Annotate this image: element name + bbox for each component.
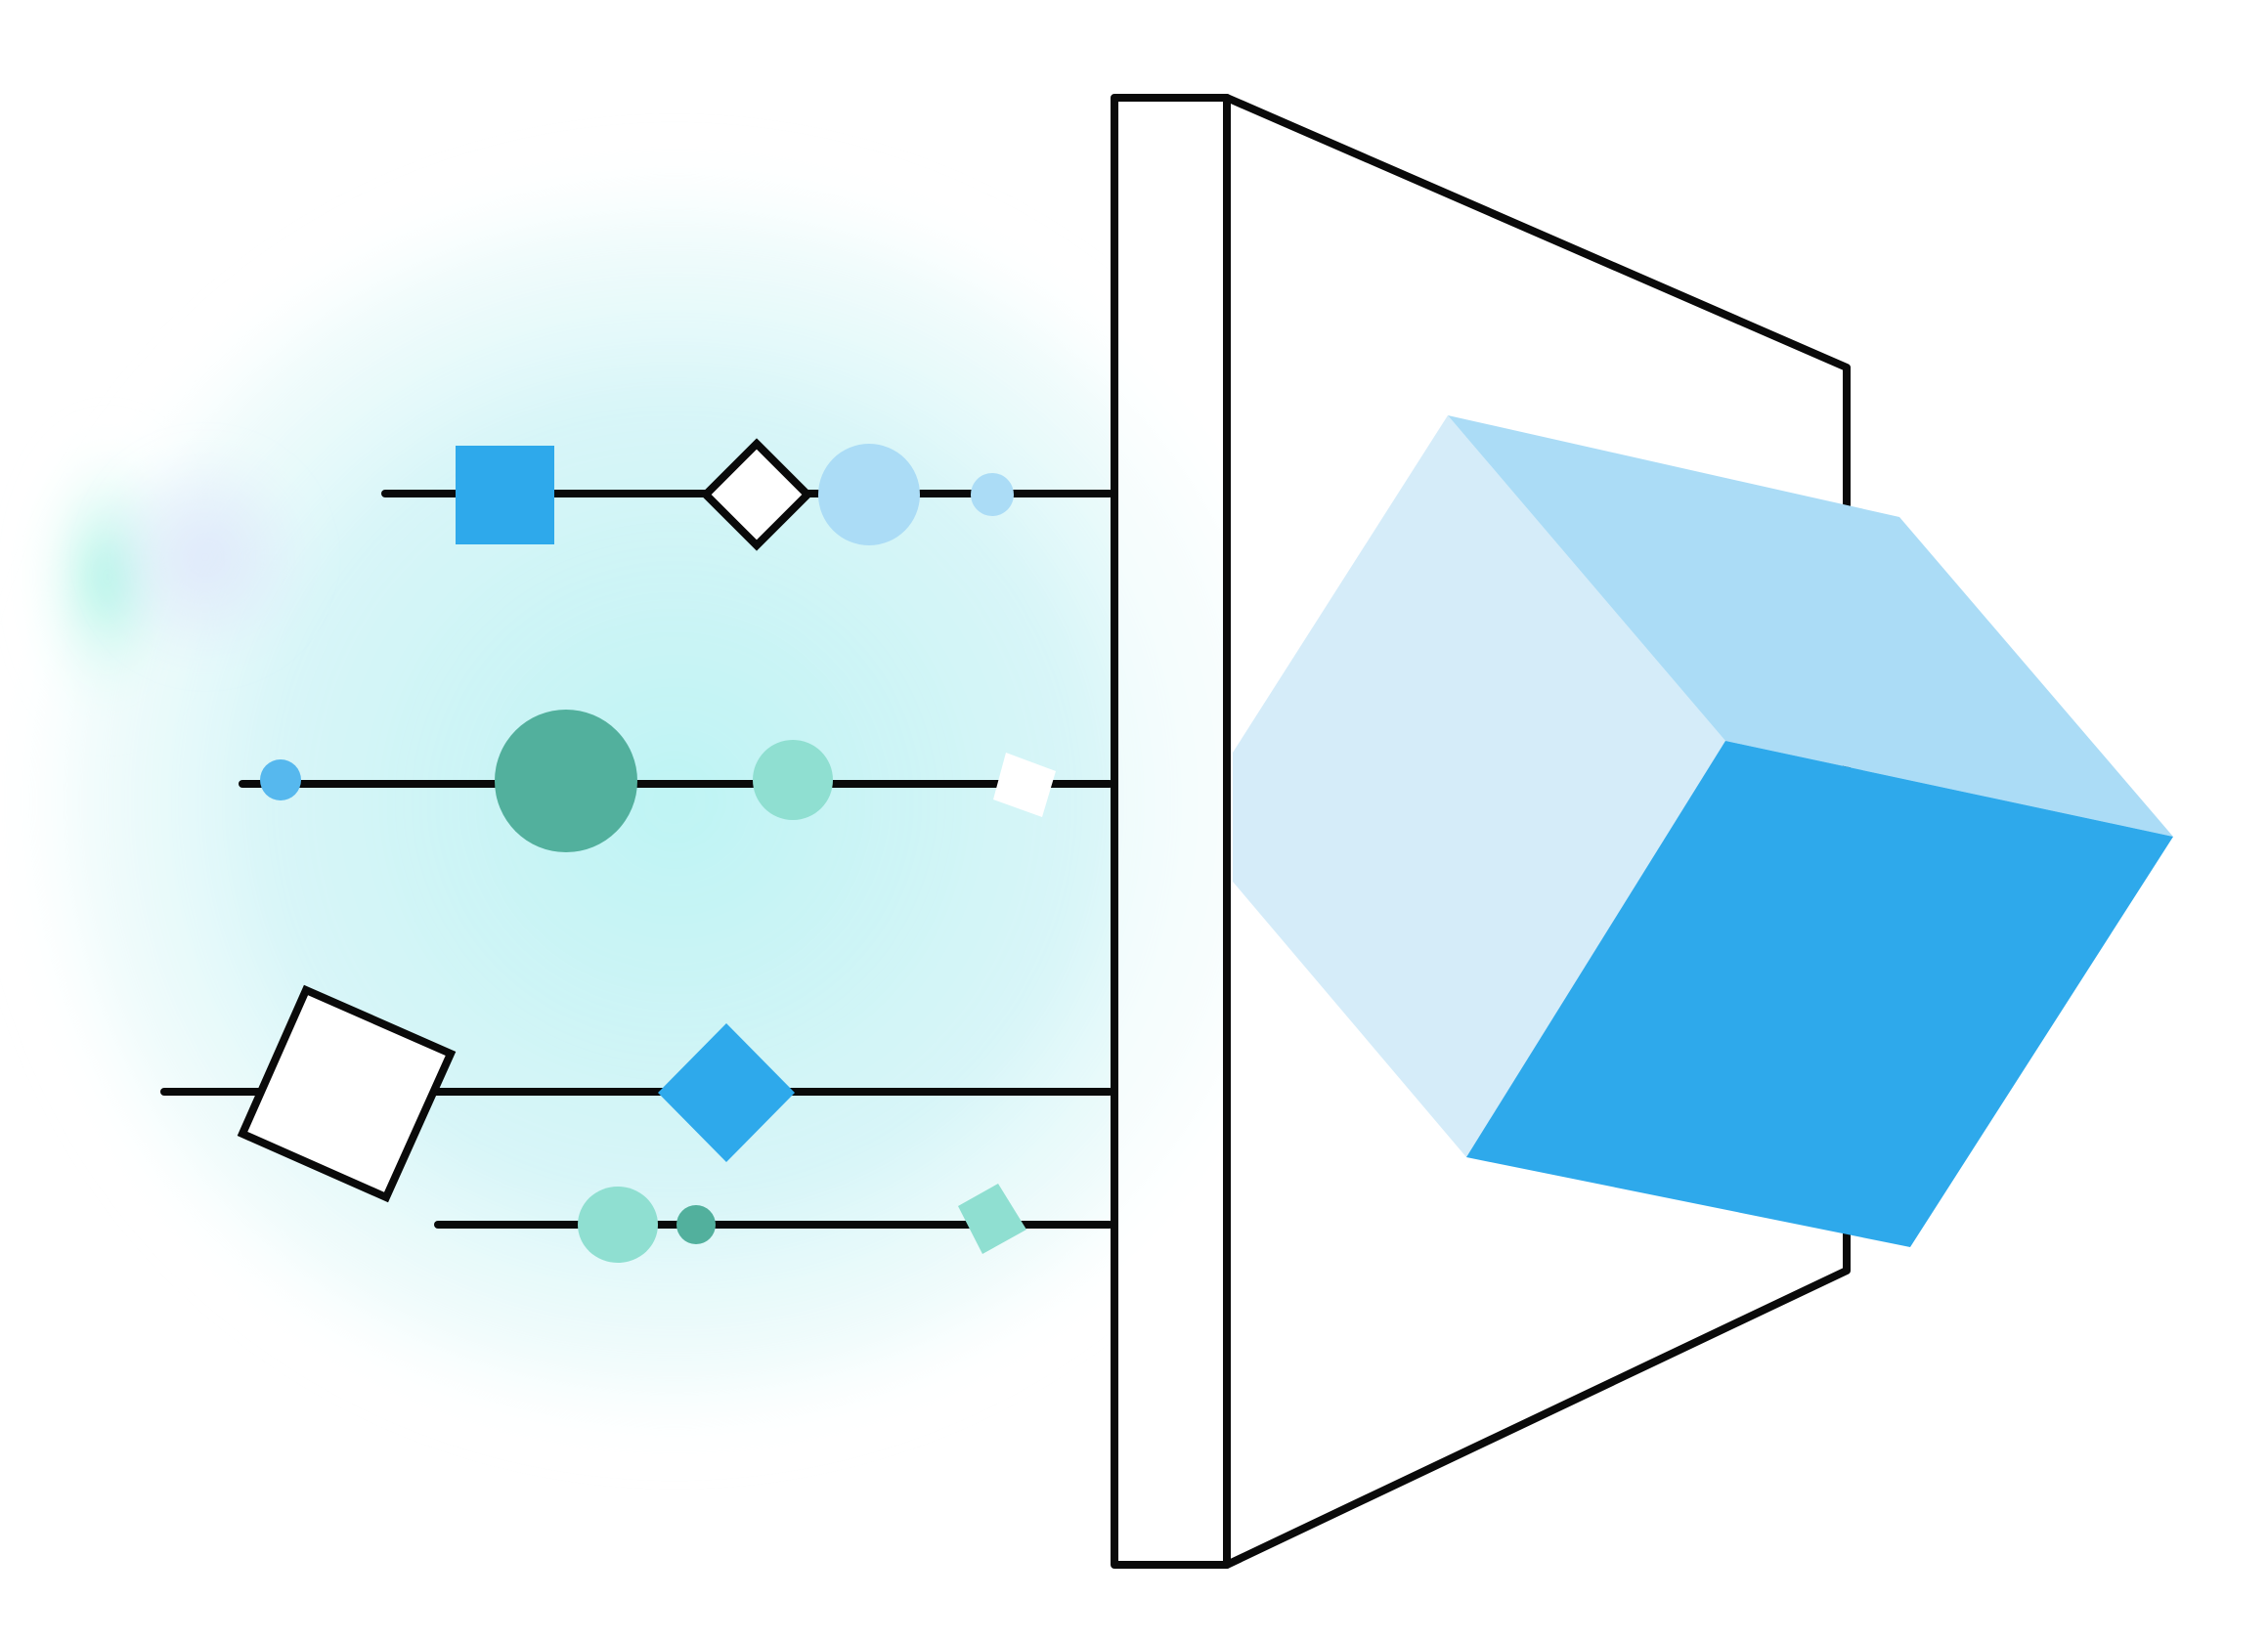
white-tile bbox=[993, 753, 1056, 817]
lens-plate bbox=[1111, 94, 1231, 1569]
line-1-shapes bbox=[456, 438, 1014, 551]
teal-dot bbox=[676, 1205, 716, 1244]
outlined-diamond bbox=[700, 438, 813, 551]
blue-diamond bbox=[658, 1023, 795, 1162]
light-blue-circle bbox=[818, 444, 920, 545]
cube-top-face bbox=[1448, 415, 2173, 837]
line-3-shapes bbox=[237, 984, 795, 1203]
mint-oval bbox=[578, 1187, 658, 1263]
teal-circle bbox=[495, 710, 637, 852]
cube-front-face bbox=[1466, 741, 2173, 1247]
isometric-cube bbox=[1233, 415, 2173, 1247]
tilted-outlined-square bbox=[237, 984, 457, 1203]
line-2-shapes bbox=[260, 710, 1056, 852]
cube-left-face bbox=[1233, 415, 1725, 1157]
light-blue-dot bbox=[971, 473, 1014, 516]
line-4-shapes bbox=[578, 1184, 1026, 1263]
mint-tile bbox=[958, 1184, 1026, 1254]
sky-blue-dot bbox=[260, 759, 301, 800]
mint-circle bbox=[753, 740, 833, 820]
blue-square bbox=[456, 446, 554, 544]
